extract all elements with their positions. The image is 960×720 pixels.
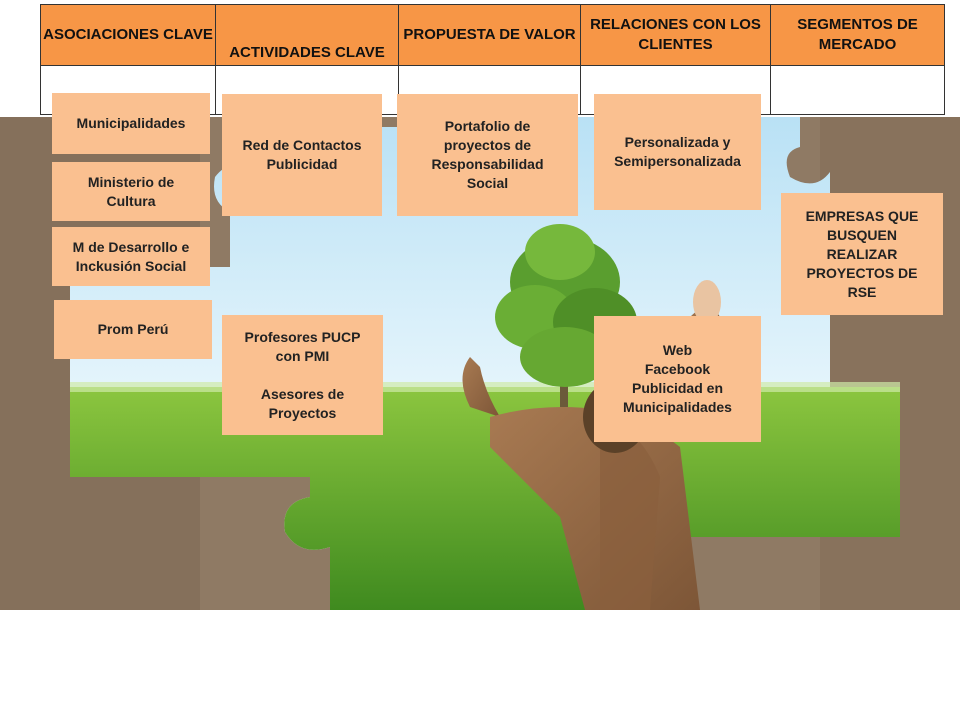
header-propuesta-de-valor: PROPUESTA DE VALOR <box>398 4 581 66</box>
header-relaciones-clientes: RELACIONES CON LOS CLIENTES <box>580 4 771 66</box>
box-red-contactos: Red de Contactos Publicidad <box>222 94 382 216</box>
box-desarrollo-inclusion: M de Desarrollo e Inckusión Social <box>52 227 210 286</box>
header-segmentos-mercado: SEGMENTOS DE MERCADO <box>770 4 945 66</box>
box-municipalidades: Municipalidades <box>52 93 210 154</box>
cell-segmentos <box>770 65 945 115</box>
header-asociaciones-clave: ASOCIACIONES CLAVE <box>40 4 216 66</box>
business-model-canvas-table: ASOCIACIONES CLAVE ACTIVIDADES CLAVE PRO… <box>40 4 945 115</box>
box-profesores-asesores: Profesores PUCP con PMI Asesores de Proy… <box>222 315 383 435</box>
box-empresas-rse: EMPRESAS QUE BUSQUEN REALIZAR PROYECTOS … <box>781 193 943 315</box>
header-actividades-clave: ACTIVIDADES CLAVE <box>215 4 399 66</box>
grass-field <box>70 387 900 610</box>
box-portafolio-rse: Portafolio de proyectos de Responsabilid… <box>397 94 578 216</box>
box-canales-web: Web Facebook Publicidad en Municipalidad… <box>594 316 761 442</box>
box-prom-peru: Prom Perú <box>54 300 212 359</box>
box-personalizada: Personalizada y Semipersonalizada <box>594 94 761 210</box>
tree-illustration <box>495 224 637 407</box>
box-ministerio-cultura: Ministerio de Cultura <box>52 162 210 221</box>
header-row: ASOCIACIONES CLAVE ACTIVIDADES CLAVE PRO… <box>40 4 945 66</box>
